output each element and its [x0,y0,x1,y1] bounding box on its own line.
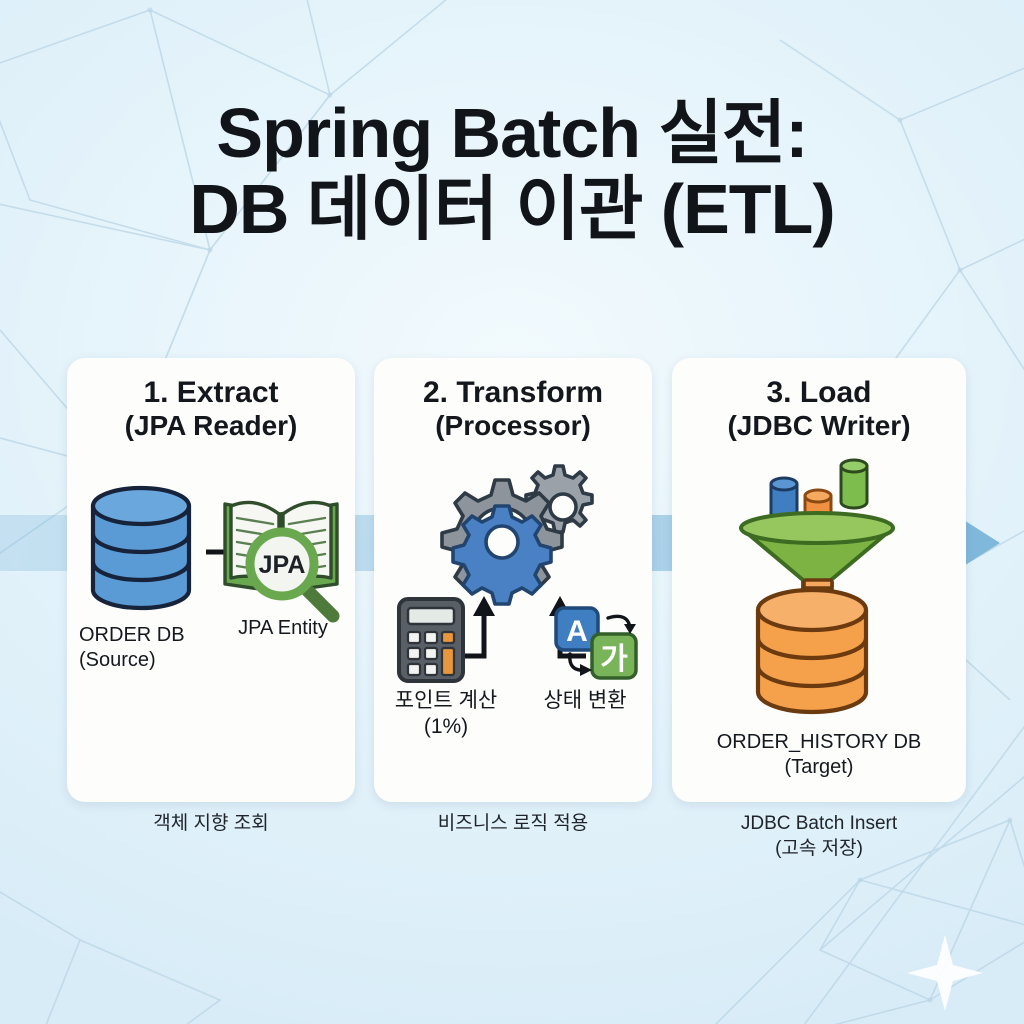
target-db-label-line1: ORDER_HISTORY DB [716,731,922,753]
point-calc-label-line1: 포인트 계산 [394,689,498,712]
gears-icon [440,464,594,606]
database-icon [755,578,869,715]
point-calc-label-line2: (1%) [423,715,469,739]
transform-connector-arrows [458,596,586,659]
caption-extract: 객체 지향 조회 [67,812,355,837]
jpa-entity-label-text: JPA Entity [238,617,328,639]
caption-load-line2: (고속 저장) [775,837,863,859]
target-db-label: ORDER_HISTORY DB (Target) [672,730,966,780]
caption-extract-text: 객체 지향 조회 [153,813,269,834]
target-db-label-line2: (Target) [784,755,854,778]
jpa-entity-label: JPA Entity [215,616,351,641]
page-title: Spring Batch 실전: DB 데이터 이관 (ETL) [0,94,1024,248]
card-extract[interactable]: 1. Extract (JPA Reader) [67,358,355,802]
translate-icon: A 가 [554,606,638,680]
source-db-label: ORDER DB (Source) [71,623,229,673]
sparkle-icon [907,935,983,1011]
card-extract-artwork: JPA [67,358,355,802]
card-load[interactable]: 3. Load (JDBC Writer) [672,358,966,802]
point-calc-label: 포인트 계산 (1%) [376,688,516,740]
caption-load-line1: JDBC Batch Insert [740,813,898,834]
state-change-label: 상태 변환 [520,688,650,714]
state-change-label-text: 상태 변환 [543,689,627,712]
caption-transform-text: 비즈니스 로직 적용 [437,813,589,834]
translate-left-glyph: A [566,615,588,648]
source-db-label-line2: (Source) [79,648,156,671]
card-transform[interactable]: 2. Transform (Processor) [374,358,652,802]
caption-load: JDBC Batch Insert (고속 저장) [672,812,966,861]
caption-transform: 비즈니스 로직 적용 [374,812,652,837]
database-icon [90,485,192,611]
book-magnifier-icon: JPA [223,500,340,623]
source-db-label-line1: ORDER DB [79,624,185,646]
title-line-1: Spring Batch 실전: [216,94,808,172]
title-line-2: DB 데이터 이관 (ETL) [189,169,835,248]
calculator-icon [397,597,465,683]
translate-right-glyph: 가 [600,643,628,676]
jpa-badge-text: JPA [259,551,306,579]
